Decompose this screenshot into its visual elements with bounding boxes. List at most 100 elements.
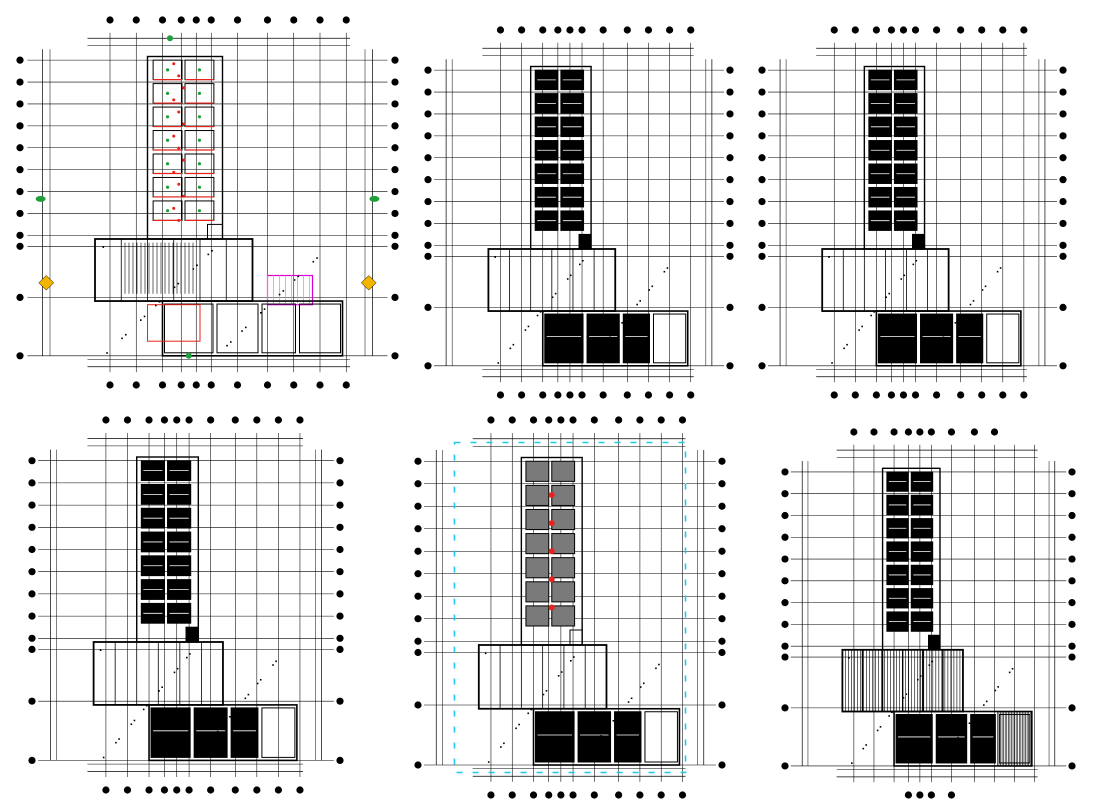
grid-bubble-top <box>970 428 979 436</box>
wing-room <box>261 303 296 354</box>
grid-bubble-top <box>678 416 687 424</box>
wing-room <box>614 711 642 763</box>
grid-bubble-left <box>28 545 36 554</box>
grid-bubble-top <box>177 16 185 24</box>
grid-bubble-right <box>1059 110 1067 118</box>
grid-bubble-top <box>566 26 574 34</box>
grid-bubble-top <box>957 26 965 34</box>
grid-bubble-left <box>781 533 789 541</box>
grid-bubble-left <box>16 293 24 301</box>
grid-bubble-right <box>1059 132 1067 140</box>
wing-room <box>877 313 918 364</box>
wing-room <box>586 313 620 364</box>
grid-bubble-top <box>496 26 505 34</box>
grid-bubble-right <box>336 590 344 598</box>
grid-bubble-left <box>16 352 24 360</box>
grid-bubble-top <box>539 26 547 34</box>
grid-bubble-bottom <box>106 381 114 389</box>
grid-bubble-bottom <box>192 381 200 389</box>
dimension-lines <box>50 438 322 772</box>
room <box>551 605 576 627</box>
grid-bubble-left <box>16 122 24 130</box>
dimension-lines <box>42 37 373 368</box>
building-outline <box>453 441 687 774</box>
grid-bubble-bottom <box>927 791 935 799</box>
grid-bubble-left <box>781 653 789 661</box>
grid-bubble-top <box>102 416 110 424</box>
grid-bubble-bottom <box>636 791 644 799</box>
wing-room <box>895 714 933 764</box>
grid-bubble-bottom <box>145 786 153 794</box>
grid-bubble-left <box>414 615 422 623</box>
room <box>551 460 576 482</box>
grid-bubble-right <box>336 697 344 705</box>
grid-bubble-bottom <box>539 391 547 399</box>
grid-bubble-right <box>336 568 344 576</box>
grid-bubble-left <box>781 468 789 476</box>
wing-room <box>577 711 612 763</box>
grid-bubble-left <box>424 252 432 260</box>
podium-hall <box>92 641 224 706</box>
tower-rooms <box>529 65 592 250</box>
grid-bubble-right <box>726 176 734 184</box>
grid-bubble-bottom <box>978 391 986 399</box>
grid-bubble-bottom <box>177 381 185 389</box>
annotation-marks <box>828 256 1002 364</box>
tower-rooms <box>881 467 941 651</box>
grid-bubble-right <box>718 457 726 465</box>
grid-bubble-bottom <box>851 391 859 399</box>
grid-bubble-right <box>391 100 399 108</box>
grid-bubble-top <box>545 416 553 424</box>
grid-bubble-right <box>1068 490 1076 498</box>
grid-bubble-right <box>336 612 344 620</box>
tower-rooms <box>136 456 200 643</box>
grid-bubble-right <box>1059 362 1067 370</box>
grid-bubble-left <box>414 547 422 555</box>
grid-bubble-right <box>391 144 399 152</box>
grid-bubble-right <box>718 480 726 488</box>
grid-bubble-top <box>290 16 298 24</box>
site-boundary <box>453 441 687 774</box>
grid-bubble-left <box>758 362 766 370</box>
grid-bubble-right <box>336 634 344 642</box>
grid-bubble-left <box>28 697 36 705</box>
grid-bubble-right <box>718 502 726 510</box>
grid-bubble-top <box>872 26 880 34</box>
grid-bubble-left <box>424 197 432 206</box>
grid-bubble-right <box>726 219 734 228</box>
grid-bubble-top <box>636 416 644 424</box>
grid-bubble-top <box>599 26 607 34</box>
grid-bubble-bottom <box>1020 391 1028 399</box>
grid-bubble-right <box>726 88 734 96</box>
grid-bubble-left <box>414 701 422 709</box>
grid-bubble-right <box>1059 197 1067 206</box>
grid-bubble-right <box>726 303 734 311</box>
grid-bubble-top <box>666 26 674 34</box>
grid-bubble-left <box>781 577 789 585</box>
grid-bubble-left <box>414 648 422 657</box>
podium-hall <box>35 195 380 306</box>
grid-bubble-right <box>391 56 399 64</box>
building-outline <box>487 65 689 367</box>
grid-bubble-left <box>28 568 36 576</box>
grid-bubble-left <box>424 154 432 162</box>
grid-bubble-top <box>644 26 653 34</box>
grid-bubble-top <box>342 16 350 24</box>
grid-bubble-top <box>916 428 924 436</box>
grid-bubble-top <box>554 26 562 34</box>
wing-room <box>920 313 954 364</box>
grid-bubble-bottom <box>947 791 956 799</box>
lower-wing <box>875 310 1022 367</box>
grid-bubble-right <box>336 501 344 509</box>
room <box>525 533 550 555</box>
grid-bubble-left <box>781 762 789 770</box>
grid-bubble-bottom <box>566 391 574 399</box>
grid-bubble-bottom <box>590 791 598 799</box>
grid-bubble-left <box>758 252 766 260</box>
grid-bubble-right <box>336 457 344 465</box>
grid-bubble-left <box>414 457 422 465</box>
grid-bubble-right <box>1059 241 1067 249</box>
grid-bubble-top <box>173 416 181 424</box>
grid-bubble-bottom <box>569 791 577 799</box>
